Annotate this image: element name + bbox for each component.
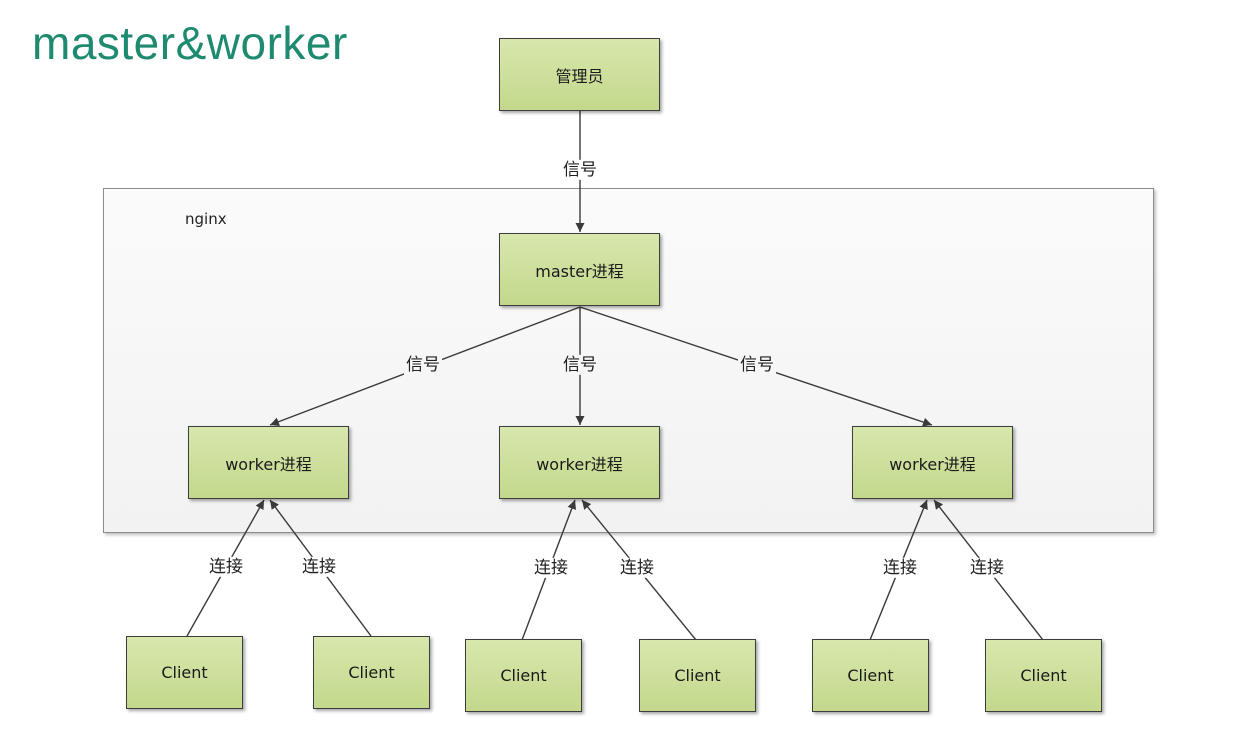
node-client-4: Client [639, 639, 756, 712]
node-master-process: master进程 [499, 233, 660, 306]
edge-label-connect-5: 连接 [881, 557, 919, 579]
edge-label-connect-3: 连接 [532, 557, 570, 579]
node-client-1: Client [126, 636, 243, 709]
node-worker-process-1: worker进程 [188, 426, 349, 499]
edge-label-master-signal-3: 信号 [738, 354, 776, 376]
node-client-2: Client [313, 636, 430, 709]
edge-label-connect-4: 连接 [618, 557, 656, 579]
edge-label-connect-1: 连接 [207, 556, 245, 578]
node-client-5: Client [812, 639, 929, 712]
edge-label-master-signal-2: 信号 [561, 354, 599, 376]
node-client-3: Client [465, 639, 582, 712]
nginx-label: nginx [185, 210, 227, 228]
edge-label-admin-signal: 信号 [561, 159, 599, 181]
node-worker-process-3: worker进程 [852, 426, 1013, 499]
edge-label-connect-6: 连接 [968, 557, 1006, 579]
node-client-6: Client [985, 639, 1102, 712]
node-worker-process-2: worker进程 [499, 426, 660, 499]
node-admin: 管理员 [499, 38, 660, 111]
page-title: master&worker [32, 17, 348, 69]
edge-label-connect-2: 连接 [300, 556, 338, 578]
edge-label-master-signal-1: 信号 [404, 354, 442, 376]
